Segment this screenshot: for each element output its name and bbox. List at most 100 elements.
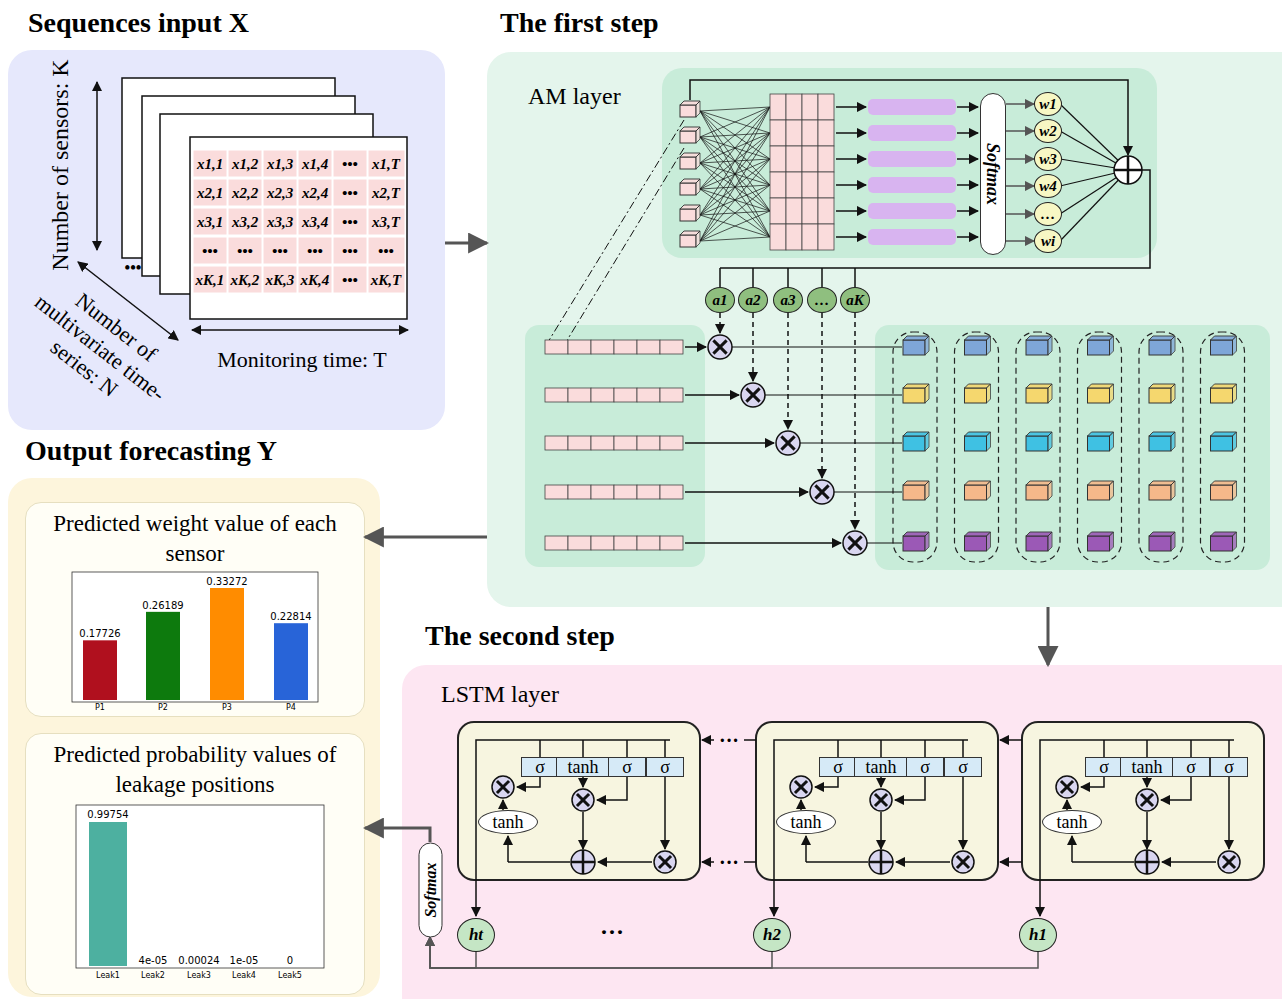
- label-text: P1: [95, 703, 105, 712]
- add-symbol: [1114, 156, 1142, 184]
- matrix-cell: [802, 198, 818, 224]
- wire: [854, 268, 856, 287]
- sequence-cell: [591, 340, 614, 354]
- label-holder: x2,4: [302, 184, 328, 201]
- label-text: x1,3: [267, 155, 293, 172]
- wire: [1228, 777, 1230, 849]
- matrix-cell: [818, 224, 834, 250]
- matrix-cell: [770, 94, 786, 120]
- wire: [1000, 861, 1022, 863]
- cube: [925, 481, 929, 500]
- connector: [1047, 607, 1050, 665]
- matrix-cell: [333, 179, 367, 206]
- wire: [957, 184, 978, 186]
- wire: [765, 395, 902, 396]
- gate-box: σ: [1210, 757, 1248, 777]
- cube: [1026, 436, 1048, 451]
- wire: [700, 107, 770, 189]
- label-text: xK,4: [301, 271, 330, 288]
- wire: [962, 777, 964, 849]
- label-text: •••: [272, 242, 288, 259]
- matrix-cell: [298, 208, 332, 235]
- matrix-cell: [263, 179, 297, 206]
- node-text: a2: [738, 287, 768, 313]
- connector: [445, 242, 487, 245]
- wire: [700, 185, 770, 241]
- node-text: …: [1034, 202, 1062, 226]
- label-holder: x1,4: [302, 155, 328, 172]
- wire: [836, 132, 866, 134]
- wire: [517, 777, 540, 787]
- connector: [365, 536, 487, 539]
- wire: [957, 236, 978, 238]
- cube: [1211, 436, 1233, 451]
- label-holder: x3,3: [267, 213, 293, 230]
- wire: [685, 491, 808, 493]
- attention-circle: a2: [738, 287, 768, 313]
- wire: [476, 740, 498, 916]
- wire: [854, 313, 856, 529]
- gate-box: tanh: [1120, 757, 1174, 777]
- wire: [1190, 740, 1192, 757]
- wire: [659, 856, 671, 868]
- node-text: w2: [1034, 119, 1062, 143]
- wire: [774, 740, 796, 916]
- matrix-cell: [193, 150, 227, 177]
- wire: [746, 388, 759, 401]
- sequence-cell: [660, 485, 683, 499]
- attention-circle: a3: [773, 287, 803, 313]
- multiply-symbol: [654, 851, 676, 873]
- connector: [430, 937, 476, 968]
- wire: [1072, 861, 1134, 863]
- matrix-cell: [368, 266, 405, 293]
- label-text: x3,3: [267, 213, 293, 230]
- wire: [700, 107, 770, 215]
- lstm-cell: [756, 722, 998, 880]
- wire: [800, 443, 902, 444]
- multiply-symbol: [870, 789, 892, 811]
- cube: [925, 432, 929, 451]
- cube: [1026, 485, 1048, 500]
- matrix-cell: [368, 150, 405, 177]
- sequence-cell: [637, 436, 660, 450]
- wire: [1066, 800, 1068, 810]
- multiply-symbol: [843, 531, 867, 555]
- wire: [836, 106, 866, 108]
- sequence-cell: [545, 340, 568, 354]
- wire: [582, 812, 584, 849]
- label-text: x2,2: [232, 184, 258, 201]
- wire: [700, 107, 770, 163]
- node-text: h2: [753, 918, 791, 952]
- wire: [924, 740, 926, 757]
- matrix-cell: [228, 266, 262, 293]
- wire: [800, 800, 802, 810]
- add-symbol: [571, 850, 595, 874]
- node-text: tanh: [478, 810, 538, 834]
- matrix-cell: [802, 120, 818, 146]
- group-outline: [1078, 332, 1122, 562]
- cube: [680, 105, 696, 117]
- bar: [89, 822, 127, 966]
- wire: [702, 861, 714, 863]
- cube: [1088, 485, 1110, 500]
- sequence-cell: [637, 340, 660, 354]
- wire: [497, 781, 509, 793]
- weight-circle: w2: [1034, 119, 1062, 143]
- hidden-state-circle: h1: [1019, 918, 1057, 952]
- matrix-cell: [770, 224, 786, 250]
- wire: [700, 107, 770, 111]
- wire: [659, 856, 671, 868]
- label-holder: •••: [342, 213, 358, 230]
- wire: [1146, 777, 1148, 787]
- cube: [1233, 432, 1237, 451]
- node-text: …: [807, 287, 837, 313]
- wire: [806, 861, 868, 863]
- label-holder: •••: [378, 242, 394, 259]
- sequence-cell: [591, 485, 614, 499]
- matrix-cell: [298, 237, 332, 264]
- label-text: Leak5: [278, 971, 302, 980]
- wire: [582, 740, 584, 757]
- label-text: •••: [342, 242, 358, 259]
